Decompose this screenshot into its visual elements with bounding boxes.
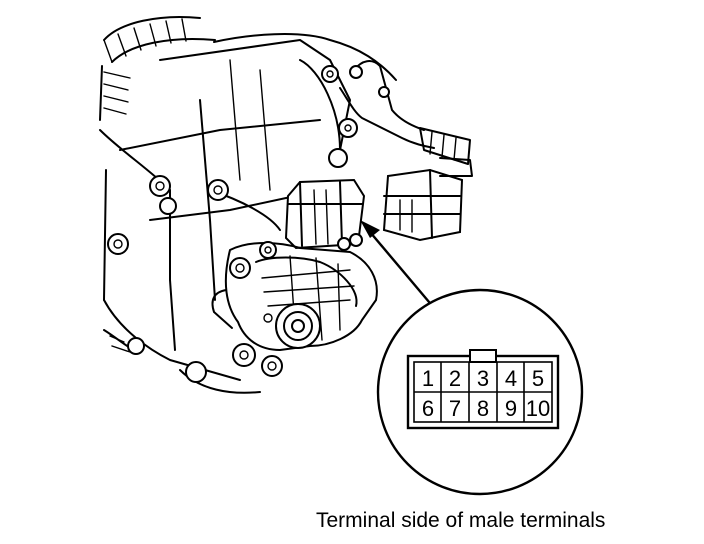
terminal-2: 2: [449, 366, 461, 391]
wire-harness: [339, 60, 471, 165]
terminal-1: 1: [422, 366, 434, 391]
harness-connector: [382, 157, 473, 242]
terminal-face: 1 2 3 4 5 6 7 8 9 10: [406, 349, 560, 430]
terminal-4: 4: [505, 366, 517, 391]
terminal-6: 6: [422, 396, 434, 421]
terminal-7: 7: [449, 396, 461, 421]
transmission-housing: [99, 33, 397, 394]
terminal-9: 9: [505, 396, 517, 421]
terminal-3: 3: [477, 366, 489, 391]
ring-gear: [99, 15, 216, 121]
callout-arrow: [360, 220, 441, 316]
switch-connector: [284, 178, 366, 250]
transmission-range-switch: [211, 237, 378, 377]
terminal-8: 8: [477, 396, 489, 421]
terminal-10: 10: [526, 396, 550, 421]
diagram-caption: Terminal side of male terminals: [316, 509, 606, 532]
terminal-5: 5: [532, 366, 544, 391]
